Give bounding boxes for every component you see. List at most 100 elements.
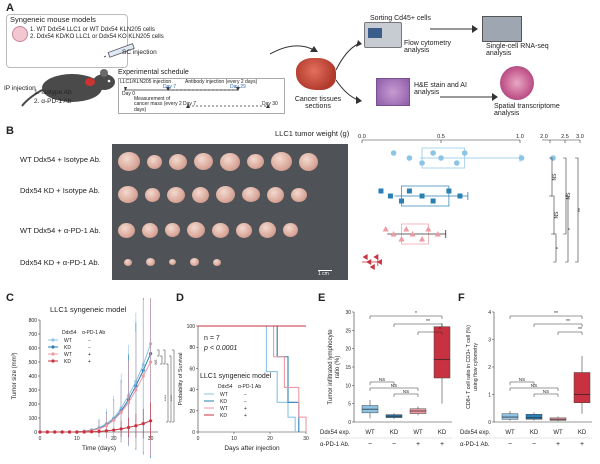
mouse-icon [21,69,115,107]
data-point [90,430,94,434]
data-point [366,259,372,265]
y-axis-label: Tumor size (mm³) [12,352,18,399]
data-point [409,231,416,237]
panel-f-letter: F [458,292,465,304]
category-label: + [556,441,560,448]
day7: Day 7 [163,84,177,90]
data-point [419,160,425,166]
arrow-to-scrna [430,25,478,33]
legend-ab: − [88,345,91,351]
significance-label: NS [519,377,525,382]
tumor-specimen [299,152,318,171]
data-point [60,430,64,434]
tumor-specimen [259,222,276,238]
category-label: KD [390,430,399,436]
legend-marker [51,338,55,342]
x-tick-label: 20 [267,436,273,442]
significance-label: NS [566,192,572,200]
category-label: + [580,441,584,448]
he-label: H&E stain and AI analysis [414,82,467,97]
tumor-specimen [145,187,160,202]
significance-label: NS [379,377,385,382]
significance-bracket [166,363,169,423]
x-tick-label: 0 [39,436,42,442]
y-tick-label: 2 [488,365,491,371]
y-axis-label: using flow cytometry [473,343,479,391]
significance-label: NS [552,173,558,181]
legend-ddx54: KD [64,359,71,365]
tumor-row-3 [118,222,298,238]
y-tick-label: 25 [345,328,351,334]
tumor-specimen [190,258,199,266]
significance-label: **** [163,394,168,401]
tumor-specimen [146,258,155,266]
tumor-tissue-icon [296,58,336,90]
tumor-specimen [124,258,132,266]
ip-injection-label: IP injection [4,85,36,92]
y-axis-label: Tumor infiltrated lymphocyte [328,329,334,405]
data-point [403,226,410,232]
data-point [119,410,123,414]
significance-bracket [369,315,443,319]
branch-arrows [336,40,362,104]
data-point [390,231,397,237]
data-point [97,429,101,434]
category-label: KD [438,430,447,436]
data-point [67,430,72,434]
data-point [425,226,432,232]
data-point [430,198,436,204]
data-point [430,150,436,156]
data-point [390,150,397,156]
data-point [126,425,131,430]
y-tick-label: 0 [348,420,351,426]
tumor-specimen [283,223,298,237]
significance-bracket [160,355,163,365]
data-point [104,424,108,428]
p-value-label: p < 0.0001 [203,345,237,352]
series-line [40,361,152,433]
legend-marker [51,359,55,363]
legend-header: α-PD-1 Ab [82,330,105,336]
significance-label: ** [426,319,430,325]
series-line [40,420,151,433]
category-label: − [508,441,512,448]
significance-label: **** [169,394,174,401]
data-point [419,193,425,199]
significance-bracket [169,355,172,423]
y-tick-label: 40 [189,388,195,394]
box [573,372,591,403]
significance-label: NS [391,383,397,388]
y-tick-label: 20 [345,347,351,353]
category-label: + [440,441,444,448]
data-point [454,160,460,166]
scrna-label: Single-cell RNA-seq analysis [486,43,549,58]
category-label: WT [505,430,515,436]
treat1-label: 1. Isotype Ab [34,89,72,96]
model-box [6,14,128,68]
data-point [141,374,145,378]
schedule-timeline [124,87,270,108]
data-point [112,418,116,422]
sorting-label: Sorting Cd45+ cells [370,15,431,22]
panelb-title: LLC1 tumor weight (g) [275,129,350,138]
tumor-specimen [118,152,140,171]
category-label: KD [578,430,587,436]
spatial-label: Spatial transcriptome analysis [494,103,560,118]
model-line2: 2. Ddx54 KD/KO LLC1 or Ddx54 KO KLN205 c… [30,34,164,40]
arrow-to-spatial [440,93,498,101]
category-label: − [392,441,396,448]
series-line [40,343,152,433]
y-tick-label: 0 [488,420,491,426]
tumor-specimen [118,186,138,203]
significance-bracket [172,349,175,423]
data-point [378,188,384,194]
significance-bracket [417,331,443,335]
data-point [382,226,389,232]
petri-dish-icon [12,26,28,42]
legend-marker [51,352,55,356]
legend-ab: + [88,352,91,358]
significance-label: NS [403,389,409,394]
data-point [399,198,404,204]
legend-ddx54: KD [220,399,227,405]
